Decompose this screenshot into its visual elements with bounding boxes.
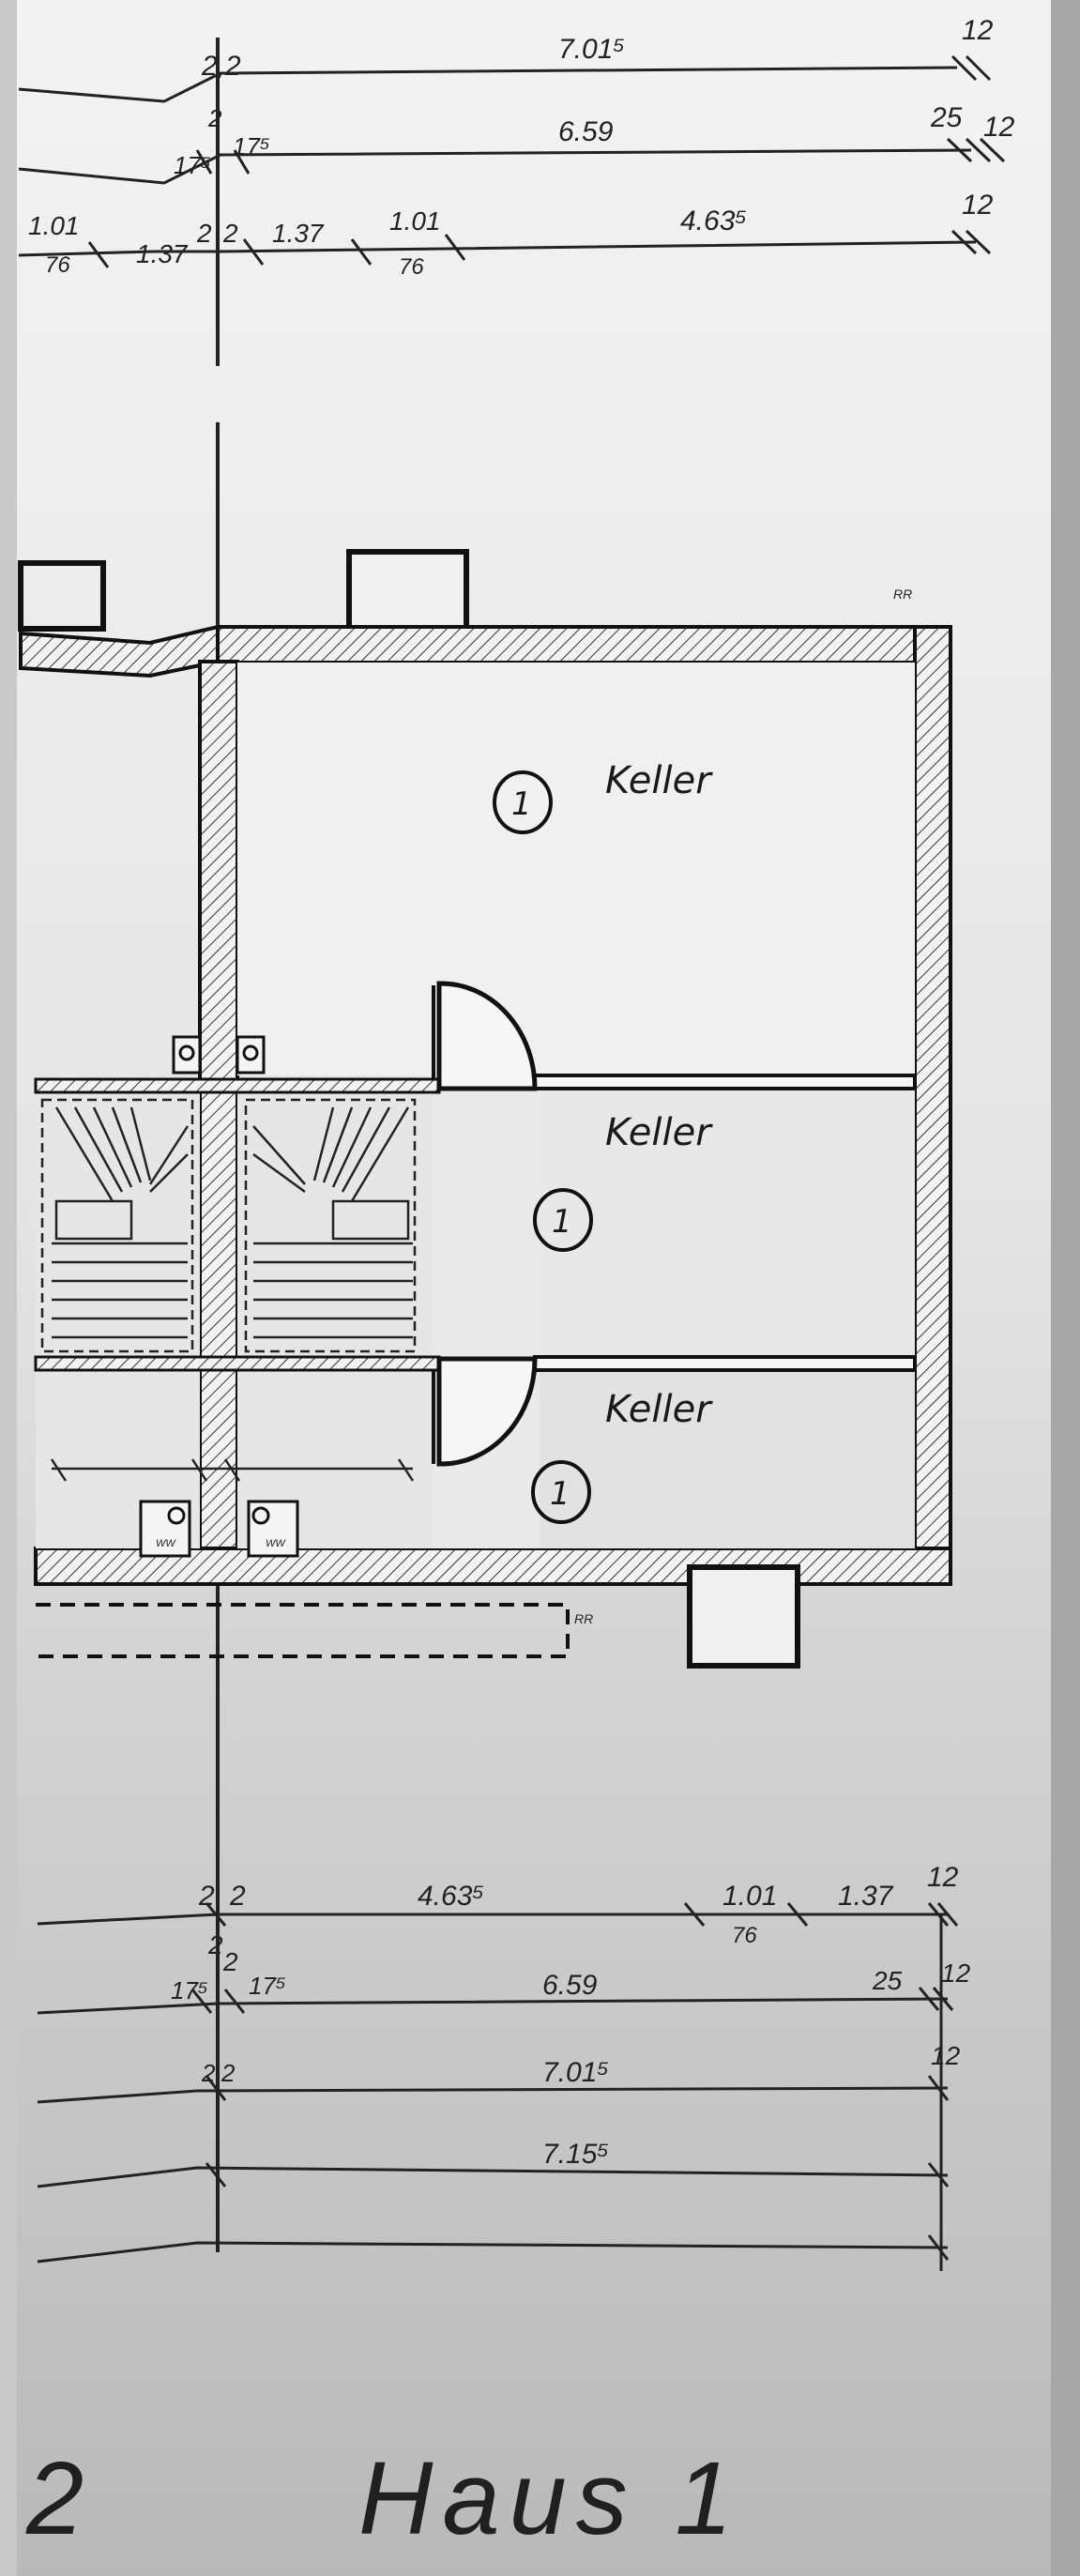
dim-top-1b: 7.01⁵ (558, 34, 625, 65)
dim-top-1c: 12 (962, 15, 994, 46)
room-keller-3-number: 1 (550, 1475, 570, 1513)
dim-top-2f: 12 (983, 112, 1015, 143)
dim-top-3c: 2 (196, 219, 212, 248)
stair-right (244, 1098, 417, 1353)
room-keller-2-floor (540, 1089, 915, 1356)
dim-top-3a: 1.01 (28, 211, 80, 240)
interior-wall-1 (533, 1074, 917, 1090)
right-wall (913, 625, 952, 1586)
ww-label-right: WW (266, 1538, 286, 1549)
floor-plan: WW WW RR RR Keller 1 Keller 1 Keller 1 (18, 549, 952, 1669)
room-keller-1-number: 1 (511, 785, 532, 823)
dim-bot-1d-sub: 76 (732, 1923, 757, 1948)
room-keller-3-label: Keller (605, 1388, 713, 1431)
door-swing-lower (436, 1356, 538, 1467)
rr-label-bottom: RR (574, 1611, 593, 1626)
party-wall (198, 660, 239, 1550)
dim-bot-1c: 4.63⁵ (418, 1881, 484, 1912)
light-well-bottom (687, 1564, 800, 1669)
dim-bot-1a: 2 (198, 1881, 215, 1912)
dim-bot-3a: 2 (201, 2059, 216, 2087)
light-well-top (346, 549, 469, 639)
dim-top-2d: 6.59 (558, 116, 614, 147)
dim-top-2b: 17⁵ (174, 151, 211, 179)
stair-left (40, 1098, 194, 1353)
dim-top-2e: 25 (930, 102, 963, 133)
room-keller-2-label: Keller (605, 1111, 713, 1154)
dim-top-3d: 2 (222, 219, 238, 248)
dim-top-2a: 2 (207, 104, 222, 132)
room-keller-1-floor (237, 663, 915, 1075)
dim-bot-3c: 7.01⁵ (542, 2057, 609, 2088)
dim-top-3b: 1.37 (136, 239, 189, 268)
top-dimension-lines (18, 54, 1006, 268)
dim-bot-2g: 12 (941, 1959, 971, 1988)
dim-top-3h: 12 (962, 190, 994, 221)
room-keller-1-marker (493, 770, 553, 834)
dim-bot-1b: 2 (229, 1881, 246, 1912)
dim-bot-4a: 7.15⁵ (542, 2139, 609, 2170)
dim-bot-2d: 17⁵ (249, 1972, 286, 2000)
room-keller-3-marker (531, 1460, 591, 1524)
dim-bot-2f: 25 (872, 1966, 903, 1995)
dim-top-1a: 2,2 (201, 51, 241, 82)
ww-label-left: WW (156, 1538, 176, 1549)
door-swing-upper (436, 981, 538, 1091)
top-dimension-text: 2,2 7.01⁵ 12 2 17⁵ 17⁵ 6.59 25 12 1.01 7… (28, 15, 1015, 280)
dim-top-3a-sub: 76 (45, 252, 70, 278)
stair-wall-bottom (34, 1355, 441, 1372)
dim-bot-2c: 17⁵ (171, 1976, 208, 2004)
dim-bot-3d: 12 (931, 2041, 961, 2070)
room-keller-2-marker (533, 1188, 593, 1252)
dim-bot-2e: 6.59 (542, 1970, 598, 2001)
corridor-floor (432, 1075, 540, 1548)
room-keller-3-floor (540, 1370, 915, 1548)
fixtures (139, 1035, 299, 1558)
dim-top-2c: 17⁵ (233, 132, 270, 160)
dim-top-3f-sub: 76 (399, 254, 424, 280)
dim-bot-1e: 1.37 (838, 1881, 894, 1912)
paper-edge-shadow (1051, 0, 1080, 2576)
dim-bot-2a: 2 (207, 1930, 223, 1959)
dim-top-3f: 1.01 (389, 206, 441, 236)
stair-area-right (237, 1079, 432, 1548)
bottom-dimension-text: 2 2 4.63⁵ 1.01 76 1.37 12 2 2 17⁵ 17⁵ 6.… (171, 1862, 971, 2170)
room-keller-1-label: Keller (605, 759, 713, 802)
footer-house-2-label: 2 (25, 2441, 84, 2556)
top-wall (216, 625, 951, 664)
stair-area-left (36, 1079, 200, 1548)
light-well-left (18, 560, 106, 632)
interior-wall-2 (533, 1355, 917, 1372)
stair-wall-top (34, 1077, 441, 1094)
dim-bot-1f: 12 (927, 1862, 959, 1893)
dim-bot-2b: 2 (222, 1947, 238, 1976)
bottom-dimension-lines (37, 1902, 959, 2271)
footer-house-1-label: Haus 1 (358, 2441, 742, 2556)
dim-bot-1d: 1.01 (723, 1881, 777, 1912)
rr-label-top: RR (893, 587, 912, 602)
room-keller-2-number: 1 (552, 1203, 572, 1241)
stair-dimension (50, 1458, 415, 1482)
dim-top-3e: 1.37 (272, 219, 325, 248)
dim-bot-3b: 2 (221, 2059, 236, 2087)
dim-top-3g: 4.63⁵ (680, 206, 747, 236)
